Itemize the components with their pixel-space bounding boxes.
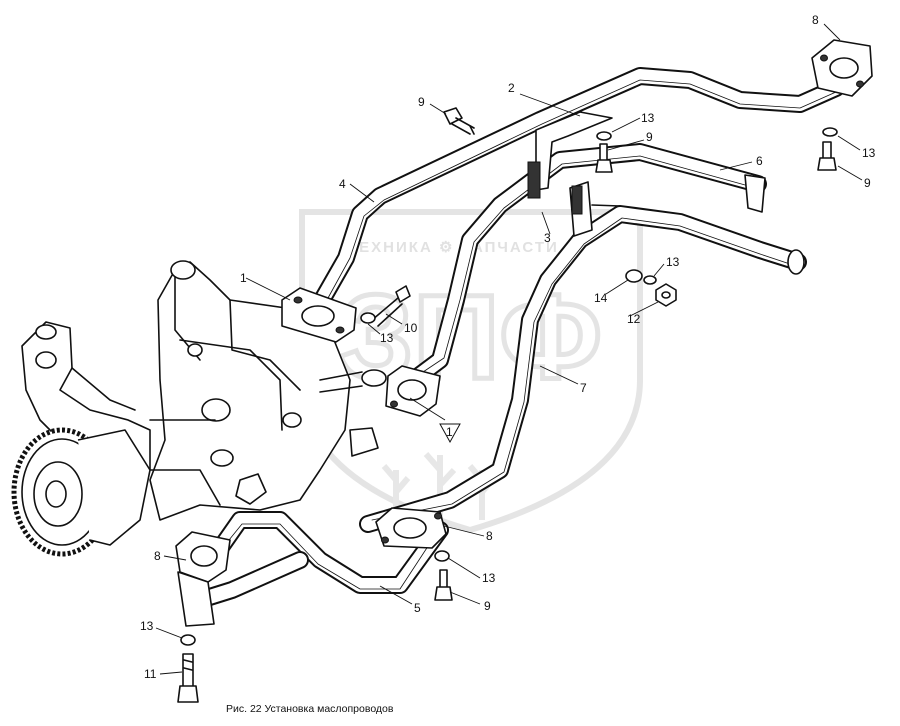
washer-13-mid-right: [643, 275, 657, 285]
washer-13-right: [822, 127, 838, 137]
callout-8-top: 8: [812, 13, 819, 27]
callout-9-top: 9: [418, 95, 425, 109]
callout-13-bracket: 13: [641, 111, 655, 125]
washer-13-left: [360, 312, 376, 324]
callout-10: 10: [404, 321, 418, 335]
flange-1-upper: [281, 287, 357, 343]
callout-2: 2: [508, 81, 515, 95]
watermark-text: ТЕХНИКА ⚙ ЗАПЧАСТИ: [348, 239, 559, 256]
callout-5: 5: [414, 601, 421, 615]
callout-4: 4: [339, 177, 346, 191]
flange-8-mid: [375, 507, 447, 549]
leader-lines: [155, 23, 863, 675]
oil-pipes: [191, 67, 845, 609]
washer-14: [625, 269, 643, 283]
washer-13-top: [596, 131, 612, 141]
pipe-7: [359, 205, 807, 533]
callout-9-low: 9: [484, 599, 491, 613]
bolt-10: [371, 285, 411, 327]
callout-6: 6: [756, 154, 763, 168]
washer-13-low: [434, 550, 450, 562]
callout-13-right: 13: [862, 146, 876, 160]
callout-13-bolt11: 13: [140, 619, 154, 633]
flange-8-top: [811, 39, 873, 97]
pipe-6: [407, 143, 767, 387]
callout-13-low: 13: [482, 571, 496, 585]
callouts: 8 2 9 13 9 6 13 9 4 3 13 14 12 1 10 13 7…: [140, 13, 876, 681]
washer-13-bolt11: [180, 634, 196, 646]
bracket-2: [527, 111, 613, 199]
callout-14: 14: [594, 291, 608, 305]
bolt-9-lower: [434, 569, 453, 601]
callout-7: 7: [580, 381, 587, 395]
callout-12: 12: [627, 312, 641, 326]
callout-3: 3: [544, 231, 551, 245]
callout-11: 11: [144, 667, 157, 681]
flange-1-lower: [385, 365, 441, 417]
callout-1-upper: 1: [240, 271, 247, 285]
callout-8-low: 8: [154, 549, 161, 563]
callout-1-lower: 1: [446, 425, 453, 439]
figure-caption: Рис. 22 Установка маслопроводов: [226, 703, 394, 715]
callout-8-mid: 8: [486, 529, 493, 543]
callout-9-bracket: 9: [646, 130, 653, 144]
callout-9-right: 9: [864, 176, 871, 190]
detail-marker-1: [439, 423, 461, 444]
nut-12: [655, 283, 677, 307]
bolt-9-top: [443, 107, 475, 135]
bracket-3: [569, 181, 621, 237]
bolt-9-bracket: [595, 143, 613, 173]
callout-13-left: 13: [380, 331, 394, 345]
bolt-11: [177, 653, 199, 703]
callout-13-mid-right: 13: [666, 255, 680, 269]
pipe-4: [313, 67, 845, 309]
drive-gear: [11, 427, 151, 557]
flange-8-low: [175, 531, 231, 627]
bolt-9-upper-right: [817, 141, 837, 171]
